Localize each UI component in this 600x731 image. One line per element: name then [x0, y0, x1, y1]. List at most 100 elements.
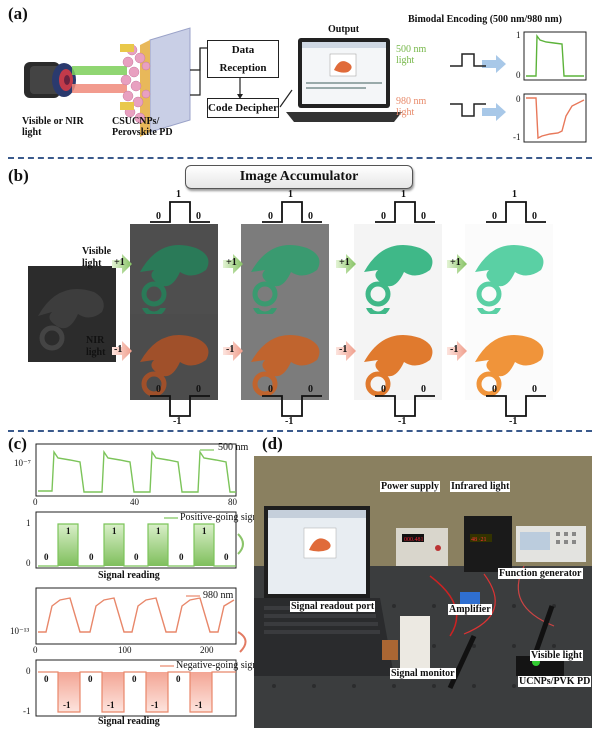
- pulse-bot-4-low: -1: [509, 416, 518, 427]
- c-pos-val-5: 1: [156, 526, 161, 536]
- divider-2: [8, 430, 592, 432]
- pulse-top-1-high: 1: [176, 189, 181, 200]
- plot500-tick-0: 0: [516, 70, 521, 80]
- d-signal-readout: Signal readout port: [290, 601, 376, 612]
- laptop-icon: [286, 38, 402, 122]
- c-pos-val-4: 0: [134, 552, 139, 562]
- output-label: Output: [328, 24, 360, 35]
- plus-1-c: +1: [339, 257, 350, 268]
- d-signal-monitor: Signal monitor: [390, 668, 456, 679]
- c-neg-val-0: 0: [44, 674, 49, 684]
- plot980-tick-neg1: -1: [513, 132, 521, 142]
- c-pos-ytick-1: 1: [26, 518, 31, 528]
- c-bot-xtick-100: 100: [118, 645, 132, 655]
- setup-photo-graphics: 000.481 48 ·21: [254, 456, 592, 728]
- c-signal-reading-1: Signal reading: [98, 570, 160, 581]
- d-amplifier: Amplifier: [448, 604, 492, 615]
- c-pos-legend: Positive-going signal: [180, 512, 265, 523]
- source-label: Visible or NIR light: [22, 116, 84, 138]
- minus-1-d: -1: [450, 344, 459, 355]
- encoding-title: Bimodal Encoding (500 nm/980 nm): [408, 14, 562, 25]
- c-neg-val-6: 0: [176, 674, 181, 684]
- c-neg-ytick-neg1: -1: [23, 706, 31, 716]
- c-legend-500: 500 nm: [218, 442, 249, 453]
- device-label: CSUCNPs/ Perovskite PD: [112, 116, 173, 138]
- pulse-top-4-low-r: 0: [532, 211, 537, 222]
- panel-d-label: (d): [262, 434, 283, 453]
- base-image-graphics: [28, 266, 116, 360]
- d-function-generator: Function generator: [498, 568, 583, 579]
- c-top-xtick-0: 0: [33, 497, 38, 507]
- c-top-ylabel: 10⁻⁷: [14, 458, 31, 468]
- pulse-top-2-low-r: 0: [308, 211, 313, 222]
- plot980-tick-0: 0: [516, 94, 521, 104]
- pulse-bot-3-low: -1: [398, 416, 407, 427]
- d-power-supply: Power supply: [380, 481, 440, 492]
- c-pos-val-7: 1: [202, 526, 207, 536]
- nir-images-graphics: [130, 314, 553, 400]
- c-pos-val-3: 1: [112, 526, 117, 536]
- pulse-bot-3-high-l: 0: [381, 384, 386, 395]
- c-pos-val-6: 0: [179, 552, 184, 562]
- c-top-xtick-40: 40: [130, 497, 139, 507]
- pulse-top-3-high: 1: [401, 189, 406, 200]
- code-decipher-box: Code Decipher: [207, 98, 279, 118]
- c-neg-legend: Negative-going signal: [176, 660, 265, 671]
- svg-text:48 ·21: 48 ·21: [471, 537, 487, 543]
- minus-1-c: -1: [339, 344, 348, 355]
- c-signal-reading-2: Signal reading: [98, 716, 160, 727]
- c-neg-val-7: -1: [195, 700, 203, 710]
- d-visible-light: Visible light: [530, 650, 584, 661]
- divider-1: [8, 157, 592, 159]
- red-beam: [72, 84, 127, 93]
- c-bot-ylabel: 10⁻¹³: [10, 626, 30, 636]
- c-pos-ytick-0: 0: [26, 558, 31, 568]
- panel-b-label: (b): [8, 166, 29, 185]
- nir-light-label: NIR light: [86, 335, 106, 358]
- panel-c-graphics: [35, 443, 247, 717]
- pulse-bot-2-high-l: 0: [268, 384, 273, 395]
- pulse-top-4-low-l: 0: [492, 211, 497, 222]
- pulse-bot-3-high-r: 0: [421, 384, 426, 395]
- c-pos-val-8: 0: [224, 552, 229, 562]
- panel-a-graphics: [24, 27, 587, 143]
- c-neg-val-5: -1: [151, 700, 159, 710]
- d-infrared-light: Infrared light: [450, 481, 511, 492]
- pulse-top-3-low-r: 0: [421, 211, 426, 222]
- visible-images-graphics: [130, 224, 553, 308]
- pulse-top-1-low-r: 0: [196, 211, 201, 222]
- pulse-bot-4-high-l: 0: [492, 384, 497, 395]
- pulse-bot-2-high-r: 0: [308, 384, 313, 395]
- panel-c-label: (c): [8, 434, 27, 453]
- c-neg-val-1: -1: [63, 700, 71, 710]
- c-bot-xtick-0: 0: [33, 645, 38, 655]
- c-legend-980: 980 nm: [203, 590, 234, 601]
- c-pos-val-2: 0: [89, 552, 94, 562]
- c-neg-val-2: 0: [88, 674, 93, 684]
- pulse-bot-2-low: -1: [285, 416, 294, 427]
- c-pos-val-0: 0: [44, 552, 49, 562]
- plus-1-d: +1: [450, 257, 461, 268]
- panel-b-pulses: [112, 201, 546, 417]
- light-source-icon: [24, 62, 76, 98]
- c-neg-ytick-0: 0: [26, 666, 31, 676]
- plus-1-a: +1: [114, 257, 125, 268]
- plot500-tick-1: 1: [516, 30, 521, 40]
- pulse-bot-1-low: -1: [173, 416, 182, 427]
- pulse-bot-4-high-r: 0: [532, 384, 537, 395]
- visible-light-label: Visible light: [82, 246, 112, 269]
- device-stack-icon: [120, 27, 191, 137]
- image-accumulator-title: Image Accumulator: [185, 165, 413, 189]
- c-pos-val-1: 1: [66, 526, 71, 536]
- minus-1-b: -1: [226, 344, 235, 355]
- data-reception-box: Data Reception: [207, 40, 279, 78]
- pulse-top-3-low-l: 0: [381, 211, 386, 222]
- c-neg-val-3: -1: [107, 700, 115, 710]
- pulse-bot-1-high-l: 0: [156, 384, 161, 395]
- light-980-label: 980 nm light: [396, 96, 427, 118]
- minus-1-a: -1: [114, 344, 123, 355]
- svg-text:000.481: 000.481: [404, 537, 424, 543]
- pulse-bot-1-high-r: 0: [196, 384, 201, 395]
- setup-photo: 000.481 48 ·21: [254, 456, 592, 728]
- c-top-xtick-80: 80: [228, 497, 237, 507]
